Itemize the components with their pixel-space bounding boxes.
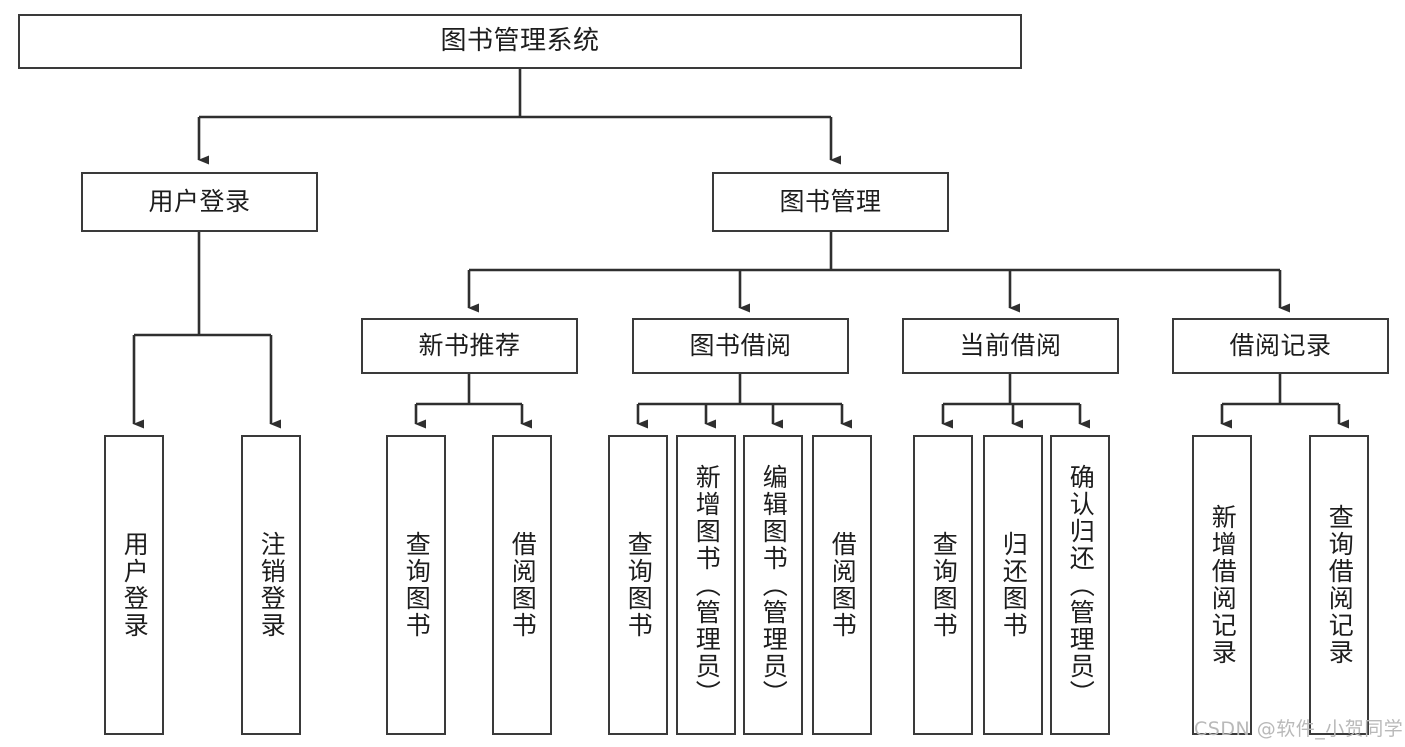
node-new-book-recommend[interactable]: 新书推荐: [361, 318, 578, 374]
node-leaf-return-book[interactable]: 归还图书: [983, 435, 1043, 735]
node-leaf-user-logout-label: 注销登录: [257, 531, 287, 639]
node-book-borrow[interactable]: 图书借阅: [632, 318, 849, 374]
node-leaf-query-book-2[interactable]: 查询图书: [608, 435, 668, 735]
node-user-login[interactable]: 用户登录: [81, 172, 318, 232]
node-new-book-recommend-label: 新书推荐: [418, 331, 521, 361]
node-current-borrow-label: 当前借阅: [959, 331, 1062, 361]
node-leaf-add-borrow-record[interactable]: 新增借阅记录: [1192, 435, 1252, 735]
node-leaf-borrow-book-1-label: 借阅图书: [508, 531, 538, 639]
node-current-borrow[interactable]: 当前借阅: [902, 318, 1119, 374]
node-leaf-add-book[interactable]: 新增图书（管理员）: [676, 435, 736, 735]
node-user-login-label: 用户登录: [148, 187, 251, 217]
node-leaf-borrow-book-1[interactable]: 借阅图书: [492, 435, 552, 735]
node-leaf-query-book-3[interactable]: 查询图书: [913, 435, 973, 735]
node-leaf-return-book-label: 归还图书: [999, 531, 1029, 639]
node-root[interactable]: 图书管理系统: [18, 14, 1022, 69]
node-leaf-borrow-book-2-label: 借阅图书: [828, 531, 858, 639]
node-leaf-edit-book[interactable]: 编辑图书（管理员）: [743, 435, 803, 735]
watermark: CSDN @软件_小贺同学: [1194, 718, 1404, 740]
node-leaf-edit-book-label: 编辑图书（管理员）: [759, 463, 789, 707]
node-root-label: 图书管理系统: [440, 26, 600, 57]
node-leaf-query-book-1[interactable]: 查询图书: [386, 435, 446, 735]
node-leaf-confirm-return-label: 确认归还（管理员）: [1066, 463, 1096, 707]
node-leaf-user-logout[interactable]: 注销登录: [241, 435, 301, 735]
node-leaf-borrow-book-2[interactable]: 借阅图书: [812, 435, 872, 735]
node-leaf-query-book-3-label: 查询图书: [929, 531, 959, 639]
node-leaf-query-book-1-label: 查询图书: [402, 531, 432, 639]
node-leaf-query-borrow-record[interactable]: 查询借阅记录: [1309, 435, 1369, 735]
node-book-borrow-label: 图书借阅: [689, 331, 792, 361]
node-book-management-label: 图书管理: [779, 187, 882, 217]
node-leaf-user-login-label: 用户登录: [120, 531, 150, 639]
node-leaf-query-book-2-label: 查询图书: [624, 531, 654, 639]
node-leaf-query-borrow-record-label: 查询借阅记录: [1325, 504, 1355, 666]
node-leaf-confirm-return[interactable]: 确认归还（管理员）: [1050, 435, 1110, 735]
node-borrow-record-label: 借阅记录: [1229, 331, 1332, 361]
node-borrow-record[interactable]: 借阅记录: [1172, 318, 1389, 374]
node-leaf-add-book-label: 新增图书（管理员）: [692, 463, 722, 707]
node-leaf-add-borrow-record-label: 新增借阅记录: [1208, 504, 1238, 666]
node-book-management[interactable]: 图书管理: [712, 172, 949, 232]
node-leaf-user-login[interactable]: 用户登录: [104, 435, 164, 735]
